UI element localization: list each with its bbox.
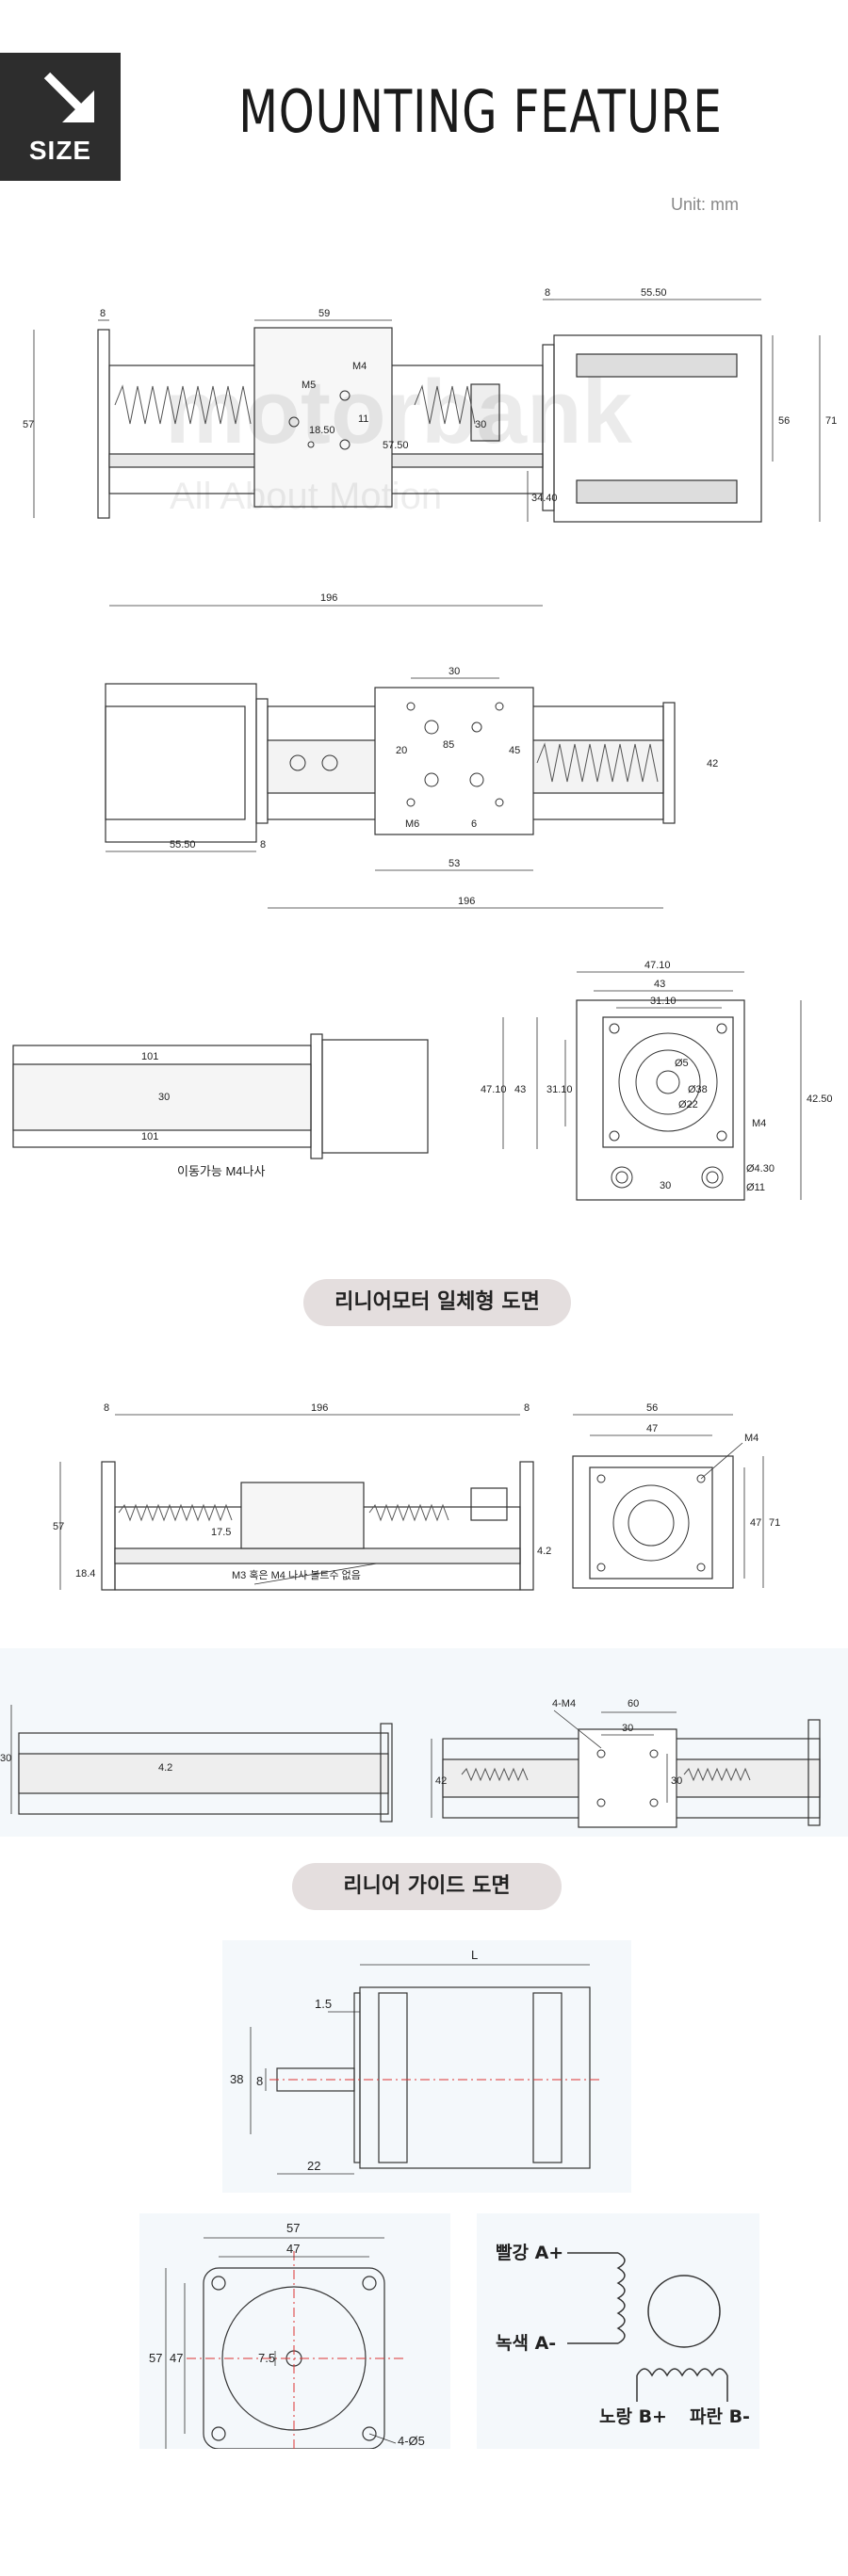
dim-57: 57 (286, 2221, 300, 2235)
dim-phi4-30: Ø4.30 (746, 1163, 775, 1175)
dim-30: 30 (475, 419, 486, 430)
dim-8: 8 (260, 839, 266, 851)
dim-18-4: 18.4 (75, 1568, 95, 1580)
drawing-motor-side: L 1.5 38 8 22 (222, 1940, 631, 2193)
dim-196: 196 (458, 896, 475, 907)
dim-31-10b: 31.10 (546, 1084, 573, 1095)
size-badge: SIZE (0, 53, 121, 181)
dim-31-10a: 31.10 (650, 996, 677, 1007)
drawing-linear-guide-rails: 30 4.2 4-M4 60 30 42 30 (0, 1648, 848, 1837)
dim-m5: M5 (302, 380, 316, 391)
wiring-diagram: 빨강 A+ 녹색 A- 노랑 B+ 파란 B- (477, 2213, 759, 2449)
dim-22: 22 (307, 2159, 320, 2173)
wire-green-a-minus: 녹색 A- (496, 2333, 556, 2354)
dim-20: 20 (396, 745, 407, 756)
dim-43a: 43 (654, 979, 665, 990)
dim-59: 59 (318, 308, 330, 319)
unit-label: Unit: mm (671, 195, 739, 214)
note-m4-screw: 이동가능 M4나사 (177, 1164, 265, 1178)
dim-m4: M4 (744, 1433, 758, 1444)
dim-196: 196 (320, 592, 337, 604)
dim-42: 42 (707, 758, 718, 770)
dim-30: 30 (448, 666, 460, 677)
dim-7-5: 7.5 (258, 2351, 275, 2365)
dim-1-5: 1.5 (315, 1997, 332, 2011)
dim-6: 6 (471, 818, 477, 830)
dim-47v: 47 (170, 2351, 183, 2365)
dim-47v: 47 (750, 1517, 761, 1529)
drawing-end-view: 101 30 101 이동가능 M4나사 47.10 43 31.10 47.1… (12, 960, 833, 1201)
dim-8a: 8 (104, 1402, 109, 1414)
dim-71: 71 (825, 415, 837, 427)
dim-45: 45 (509, 745, 520, 756)
page-title: MOUNTING FEATURE (238, 77, 723, 146)
dim-m6: M6 (405, 818, 419, 830)
dim-85: 85 (443, 739, 454, 751)
dim-57: 57 (53, 1521, 64, 1532)
dim-17-5: 17.5 (211, 1527, 231, 1538)
drawing-motor-integrated: 8 196 8 56 47 M4 57 71 47 17.5 4.2 18.4 … (53, 1402, 780, 1591)
dim-30v: 30 (671, 1775, 682, 1787)
dim-l: L (471, 1948, 478, 1962)
dim-8: 8 (256, 2074, 263, 2088)
dim-phi22: Ø22 (678, 1099, 698, 1110)
dim-38: 38 (230, 2072, 243, 2086)
dim-53: 53 (448, 858, 460, 869)
dim-8b: 8 (524, 1402, 530, 1414)
dim-8: 8 (100, 308, 106, 319)
section-label-motor-integrated: 리니어모터 일체형 도면 (303, 1279, 571, 1326)
dim-57-50: 57.50 (383, 440, 409, 451)
dim-m4: M4 (752, 1118, 766, 1129)
drawing-side-view: motorbank All About Motion 8 59 8 55.50 … (23, 287, 837, 607)
section-label-linear-guide: 리니어 가이드 도면 (292, 1863, 562, 1910)
dim-71: 71 (769, 1517, 780, 1529)
dim-55-50: 55.50 (170, 839, 196, 851)
dim-57: 57 (23, 419, 34, 430)
note-bolt: M3 혹은 M4 나사 볼트수 없음 (232, 1568, 361, 1581)
dim-30: 30 (0, 1753, 11, 1764)
dim-8b: 8 (545, 287, 550, 299)
dim-42: 42 (435, 1775, 447, 1787)
dim-101a: 101 (141, 1051, 158, 1062)
dim-34-40: 34.40 (531, 493, 558, 504)
dim-57v: 57 (149, 2351, 162, 2365)
wire-blue-b-minus: 파란 B- (690, 2406, 750, 2427)
dim-4-2: 4.2 (158, 1762, 172, 1774)
dim-18-50: 18.50 (309, 425, 335, 436)
dim-30b: 30 (622, 1723, 633, 1734)
dim-phi5: Ø5 (675, 1058, 689, 1069)
dim-47: 47 (646, 1423, 658, 1434)
dim-42-50: 42.50 (807, 1094, 833, 1105)
dim-60: 60 (628, 1698, 639, 1709)
dim-4-m4: 4-M4 (552, 1698, 576, 1709)
dim-196: 196 (311, 1402, 328, 1414)
dim-47-10a: 47.10 (644, 960, 671, 971)
dim-phi11: Ø11 (746, 1182, 765, 1193)
watermark-brand: motorbank (165, 362, 633, 462)
size-label: SIZE (28, 136, 92, 165)
dim-phi38: Ø38 (688, 1084, 708, 1095)
watermark-slogan: All About Motion (170, 476, 442, 517)
dim-47: 47 (286, 2242, 300, 2256)
dim-30: 30 (158, 1092, 170, 1103)
dim-43b: 43 (514, 1084, 526, 1095)
drawing-motor-face: 57 47 57 47 7.5 4-Ø5 (139, 2213, 450, 2449)
arrow-down-right-icon (43, 72, 94, 122)
drawing-top-view: 30 85 20 55.50 8 53 196 45 M6 6 42 (105, 666, 718, 909)
dim-30b: 30 (660, 1180, 671, 1191)
dim-56: 56 (646, 1402, 658, 1414)
dim-56: 56 (778, 415, 790, 427)
wire-yellow-b-plus: 노랑 B+ (599, 2406, 667, 2427)
dim-101b: 101 (141, 1131, 158, 1142)
dim-4-2: 4.2 (537, 1546, 551, 1557)
dim-11: 11 (358, 413, 368, 425)
wire-red-a-plus: 빨강 A+ (496, 2243, 563, 2263)
dim-4-phi5: 4-Ø5 (398, 2434, 425, 2448)
dim-55-50: 55.50 (641, 287, 667, 299)
dim-m4: M4 (352, 361, 367, 372)
dim-47-10b: 47.10 (481, 1084, 507, 1095)
